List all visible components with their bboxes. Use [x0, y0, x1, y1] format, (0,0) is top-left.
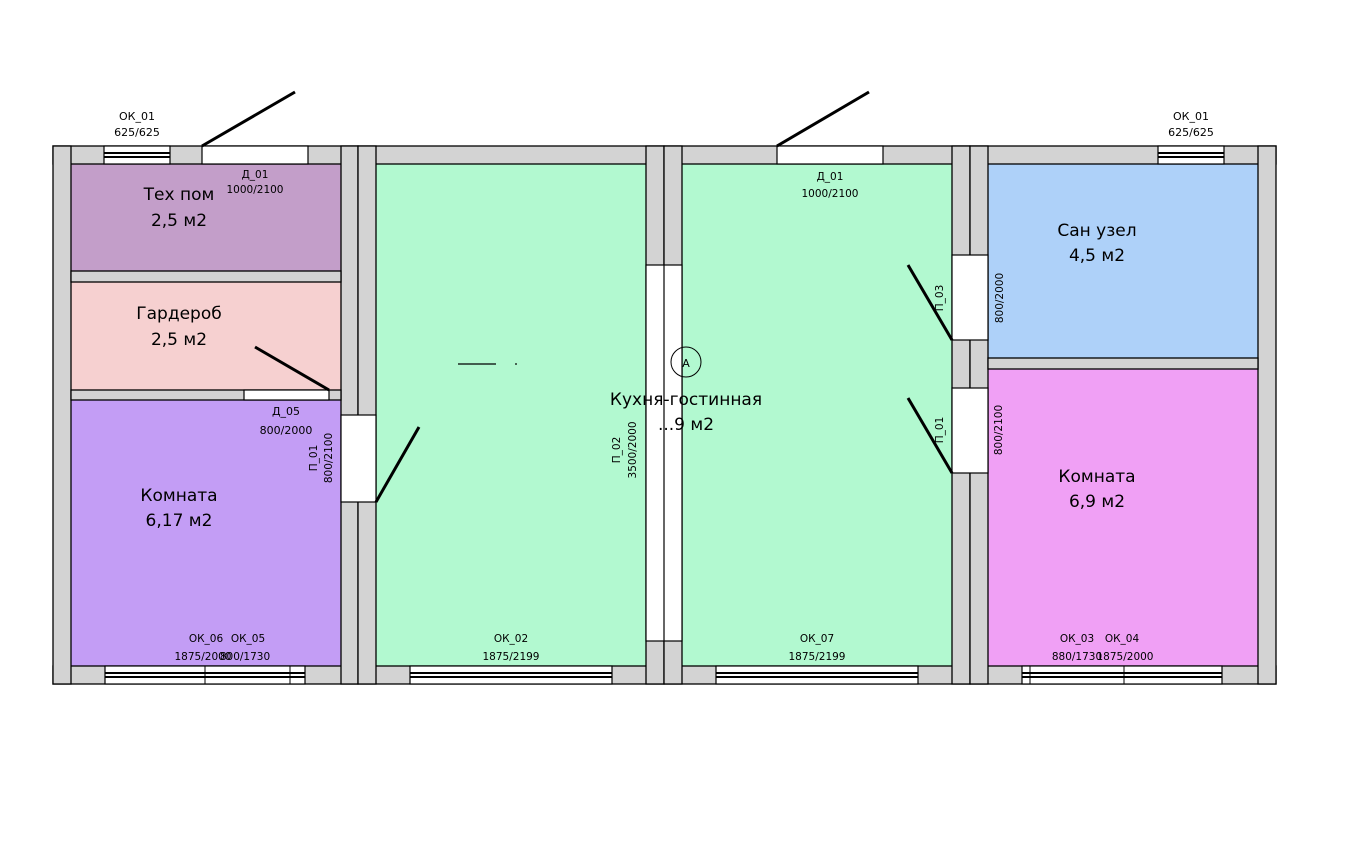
tag-ok06-name: ОК_06: [189, 633, 224, 645]
room-room1-fill[interactable]: [71, 400, 341, 666]
tag-p01-left-size: 800/2100: [323, 433, 335, 483]
tag-d01-right-size: 1000/2100: [802, 188, 859, 200]
door-swing-p01-right: [906, 397, 954, 474]
room-kitchen-right-fill[interactable]: [682, 164, 952, 666]
room-room2-name: Комната: [1058, 467, 1135, 487]
tag-p03-name: П_03: [934, 285, 946, 312]
tag-p01-right-name: П_01: [934, 417, 946, 444]
tag-ok05-name: ОК_05: [231, 633, 265, 645]
room-room1-name: Комната: [140, 486, 217, 506]
passage-p03[interactable]: [951, 254, 989, 341]
tag-d05-name: Д_05: [272, 405, 300, 418]
tag-ok06-size: 1875/2000: [175, 651, 232, 663]
tag-d01-right-name: Д_01: [817, 171, 844, 183]
room-kitchen-area: ...9 м2: [658, 415, 714, 435]
window-ok01-right[interactable]: [1157, 145, 1225, 165]
tag-ok01-left-size: 625/625: [114, 126, 160, 139]
room-room1-area: 6,17 м2: [146, 511, 213, 531]
tag-p01-right-size: 800/2100: [993, 405, 1005, 455]
window-ok07[interactable]: [715, 665, 919, 685]
tag-ok03-name: ОК_03: [1060, 633, 1094, 645]
tag-p02-name: П_02: [611, 437, 623, 464]
window-ok03-ok04[interactable]: [1021, 665, 1223, 685]
wall-left: [52, 145, 72, 685]
passage-p01-right[interactable]: [951, 387, 989, 474]
room-wc-name: Сан узел: [1057, 221, 1136, 241]
room-tech-fill[interactable]: [71, 164, 341, 271]
tag-p01-left-name: П_01: [308, 445, 320, 472]
tag-d05-size: 800/2000: [260, 424, 313, 437]
tag-ok01-left-name: ОК_01: [119, 110, 155, 123]
door-swing-p03: [906, 264, 954, 341]
tag-p03-size: 800/2000: [994, 273, 1006, 323]
tag-ok05-size: 800/1730: [220, 651, 270, 663]
tag-ok07-size: 1875/2199: [789, 651, 846, 663]
door-d01-left[interactable]: [201, 145, 309, 165]
room-room2-fill[interactable]: [988, 369, 1258, 666]
window-ok01-left[interactable]: [103, 145, 171, 165]
door-swing-d05: [254, 345, 330, 392]
tag-d01-left-size: 1000/2100: [227, 184, 284, 196]
window-ok06-ok05[interactable]: [104, 665, 306, 685]
wall-right: [1257, 145, 1277, 685]
tag-ok01-right-name: ОК_01: [1173, 110, 1209, 123]
axis-marker-circle: [670, 346, 702, 378]
room-kitchen-name: Кухня-гостинная: [610, 390, 762, 410]
wall-h-wardrobe: [70, 389, 342, 401]
door-swing-d01-left: [201, 90, 296, 148]
room-wardrobe-area: 2,5 м2: [151, 330, 207, 350]
room-tech-area: 2,5 м2: [151, 211, 207, 231]
room-wc-fill[interactable]: [988, 164, 1258, 358]
tag-ok01-right-size: 625/625: [1168, 126, 1214, 139]
tag-ok04-size: 1875/2000: [1097, 651, 1154, 663]
tag-ok04-name: ОК_04: [1105, 633, 1140, 645]
tag-ok02-name: ОК_02: [494, 633, 528, 645]
room-kitchen-left-fill[interactable]: [376, 164, 646, 666]
wall-h-tech: [70, 270, 342, 283]
passage-p01-left[interactable]: [340, 414, 377, 503]
tag-ok02-size: 1875/2199: [483, 651, 540, 663]
door-swing-d01-right: [776, 90, 870, 148]
room-wc-area: 4,5 м2: [1069, 246, 1125, 266]
axis-marker-label: А: [682, 357, 690, 370]
room-wardrobe-name: Гардероб: [136, 304, 221, 324]
wall-h-wc: [987, 357, 1259, 370]
room-room2-area: 6,9 м2: [1069, 492, 1125, 512]
tag-ok07-name: ОК_07: [800, 633, 834, 645]
tag-d01-left-name: Д_01: [242, 169, 269, 181]
door-d05[interactable]: [243, 389, 330, 401]
tag-p02-size: 3500/2000: [627, 422, 639, 479]
door-swing-p01-left: [374, 426, 421, 503]
window-ok02[interactable]: [409, 665, 613, 685]
door-d01-right[interactable]: [776, 145, 884, 165]
room-tech-name: Тех пом: [143, 185, 215, 205]
tag-ok03-size: 880/1730: [1052, 651, 1102, 663]
